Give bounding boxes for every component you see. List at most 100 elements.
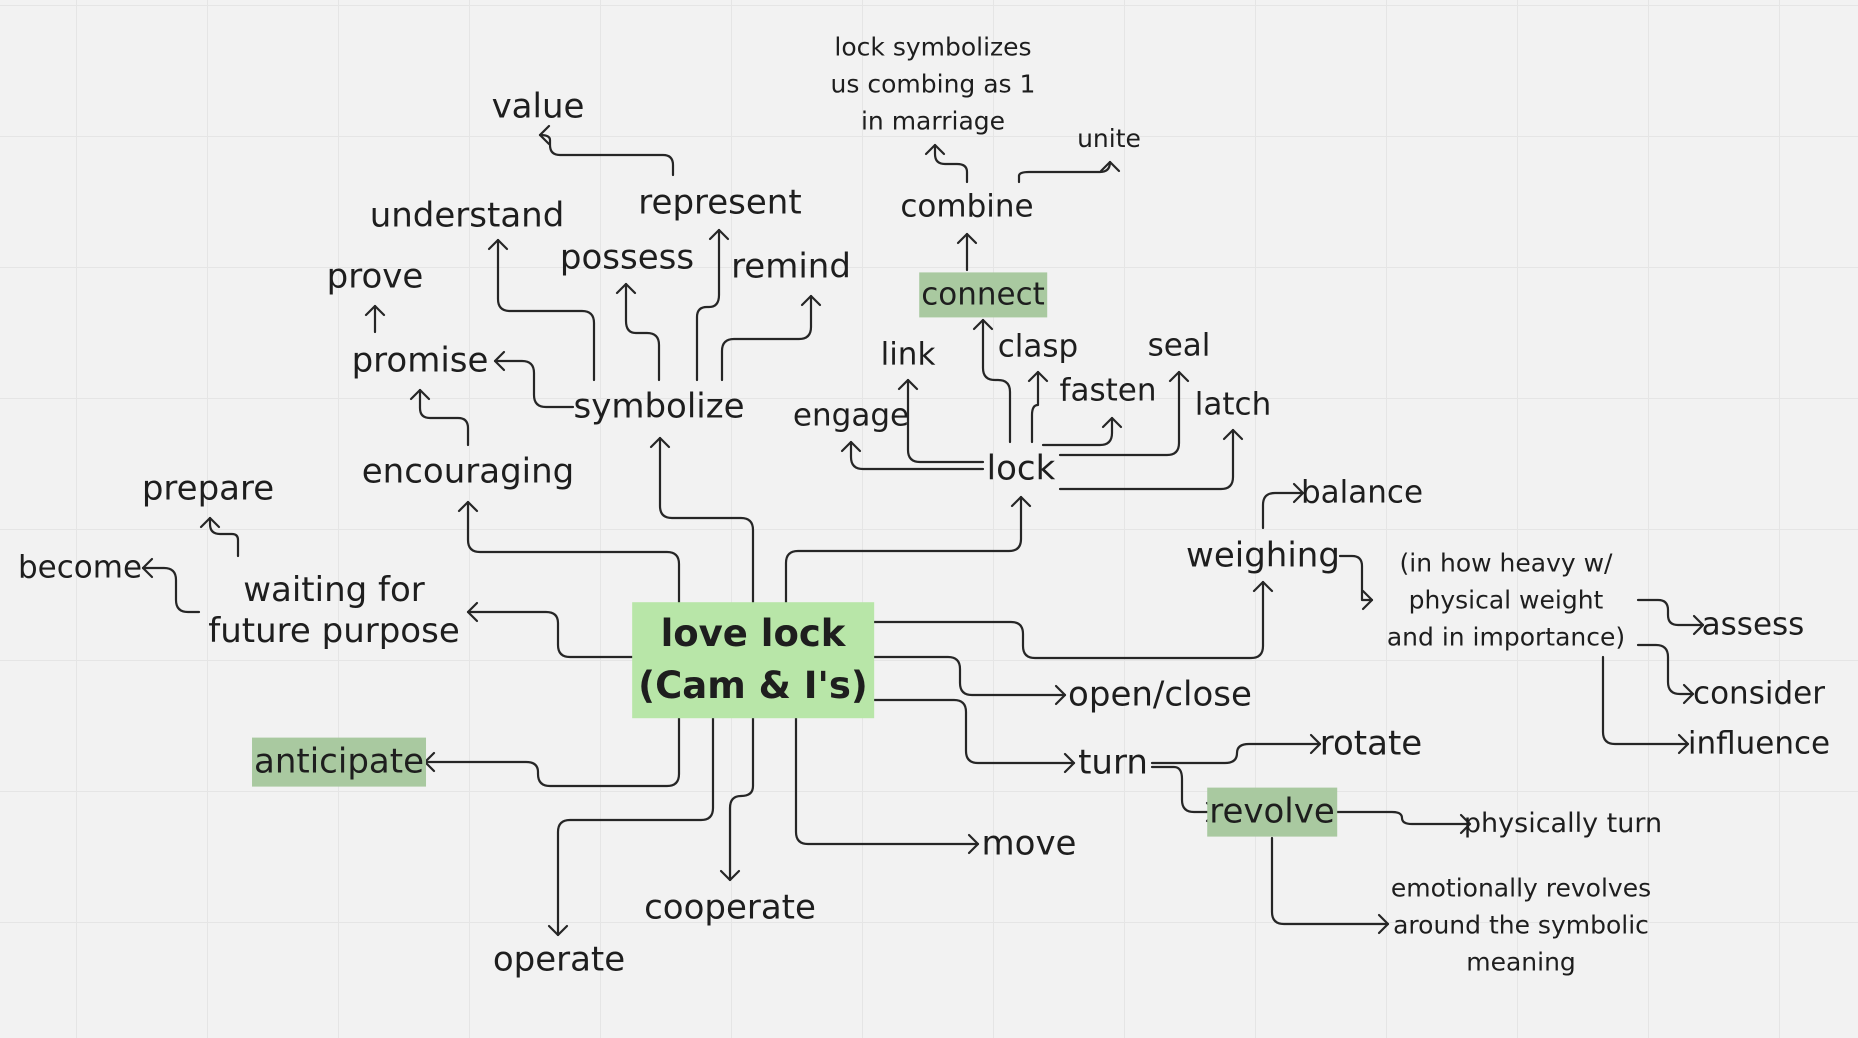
- node-unite[interactable]: unite: [1077, 124, 1141, 153]
- node-latch[interactable]: latch: [1194, 386, 1272, 423]
- arrow-to-value-head: [538, 124, 551, 146]
- arrow-to-unite-line: [1017, 160, 1112, 184]
- arrow-to-move-head: [967, 833, 980, 855]
- node-represent[interactable]: represent: [638, 182, 802, 223]
- arrow-to-promise-from-symbolize-line: [493, 359, 575, 409]
- arrow-to-waiting-line: [466, 610, 649, 659]
- node-consider[interactable]: consider: [1693, 675, 1825, 712]
- arrow-to-rotate-head: [1309, 733, 1322, 755]
- arrow-to-become-head: [141, 557, 154, 579]
- node-symbolize[interactable]: symbolize: [573, 386, 745, 427]
- arrow-to-become-line: [141, 566, 201, 614]
- node-clasp[interactable]: clasp: [997, 328, 1079, 365]
- node-value[interactable]: value: [491, 86, 585, 127]
- node-become[interactable]: become: [17, 549, 143, 586]
- node-operate[interactable]: operate: [492, 939, 626, 980]
- arrow-to-fasten-line: [1041, 416, 1114, 447]
- node-open-close[interactable]: open/close: [1068, 674, 1252, 715]
- node-rotate[interactable]: rotate: [1319, 723, 1423, 764]
- arrow-to-engage-head: [840, 440, 862, 453]
- node-remind[interactable]: remind: [731, 246, 851, 287]
- node-fasten[interactable]: fasten: [1059, 372, 1157, 409]
- waiting-line-2: future purpose: [208, 611, 460, 651]
- node-prepare[interactable]: prepare: [141, 468, 275, 509]
- node-influence[interactable]: influence: [1687, 725, 1831, 762]
- node-combine[interactable]: combine: [900, 188, 1034, 225]
- node-weighing[interactable]: weighing: [1186, 535, 1340, 576]
- arrow-to-physically-turn-head: [1459, 813, 1472, 835]
- arrow-to-connect-line: [981, 318, 1012, 444]
- arrow-to-remind-line: [720, 294, 813, 382]
- node-balance[interactable]: balance: [1300, 474, 1424, 511]
- arrow-to-understand-line: [496, 238, 596, 382]
- arrow-to-symbolize-head: [649, 436, 671, 449]
- arrow-to-weighing-note-line: [1338, 554, 1374, 602]
- node-promise[interactable]: promise: [351, 340, 489, 381]
- arrow-to-move-line: [794, 711, 980, 846]
- arrow-to-prepare-head: [199, 516, 221, 529]
- arrow-to-seal-head: [1168, 370, 1190, 383]
- node-seal[interactable]: seal: [1147, 327, 1211, 364]
- node-assess[interactable]: assess: [1701, 606, 1805, 643]
- arrow-to-assess-head: [1692, 614, 1705, 636]
- arrow-to-seal-line: [1058, 370, 1181, 457]
- arrow-to-revolve-note-line: [1270, 836, 1390, 926]
- arrow-to-influence-line: [1601, 655, 1690, 746]
- arrow-to-operate-head: [547, 924, 569, 937]
- arrow-to-represent-line: [695, 228, 721, 382]
- note-revolve[interactable]: emotionally revolves around the symbolic…: [1390, 873, 1652, 977]
- node-connect[interactable]: connect: [919, 272, 1047, 318]
- arrow-to-consider-line: [1636, 643, 1695, 696]
- node-move[interactable]: move: [981, 823, 1077, 864]
- arrow-to-link-line: [906, 378, 985, 464]
- note-weighing[interactable]: (in how heavy w/ physical weight and in …: [1386, 548, 1626, 652]
- arrow-to-promise-line: [418, 388, 470, 447]
- waiting-line-1: waiting for: [243, 570, 425, 611]
- node-revolve[interactable]: revolve: [1207, 787, 1337, 837]
- arrow-to-link-head: [897, 378, 919, 391]
- arrow-to-open-close-line: [856, 655, 1067, 697]
- arrow-to-connect-head: [972, 318, 994, 331]
- node-anticipate[interactable]: anticipate: [252, 737, 426, 787]
- node-possess[interactable]: possess: [559, 237, 695, 278]
- arrow-to-promise-from-symbolize-head: [493, 350, 506, 372]
- arrow-to-waiting-head: [466, 601, 479, 623]
- note-lock-symbolizes[interactable]: lock symbolizes us combing as 1 in marri…: [830, 32, 1036, 136]
- arrow-to-lock-line: [784, 495, 1023, 605]
- arrow-to-anticipate-line: [423, 711, 681, 788]
- arrow-to-possess-head: [615, 282, 637, 295]
- arrow-to-symbolize-line: [658, 436, 755, 605]
- arrow-to-understand-head: [487, 238, 509, 251]
- arrow-to-balance-line: [1261, 491, 1305, 530]
- node-lock[interactable]: lock: [986, 448, 1056, 489]
- arrow-to-latch-line: [1058, 428, 1235, 491]
- node-understand[interactable]: understand: [369, 195, 565, 236]
- central-node-line-2: (Cam & I's): [638, 664, 868, 707]
- arrow-to-value-line: [538, 133, 675, 177]
- arrow-to-combine-head: [956, 232, 978, 245]
- central-node-love-lock[interactable]: love lock (Cam & I's): [632, 602, 874, 718]
- node-prove[interactable]: prove: [326, 256, 424, 297]
- arrow-to-assess-line: [1636, 598, 1705, 627]
- arrow-to-open-close-head: [1054, 684, 1067, 706]
- node-encouraging[interactable]: encouraging: [361, 451, 575, 492]
- node-link[interactable]: link: [880, 336, 936, 373]
- arrow-to-prepare-line: [208, 516, 240, 558]
- node-engage[interactable]: engage: [792, 397, 910, 434]
- arrow-to-influence-head: [1677, 733, 1690, 755]
- arrow-to-physically-turn-line: [1328, 810, 1472, 826]
- node-cooperate[interactable]: cooperate: [644, 887, 816, 928]
- central-node-line-1: love lock: [660, 612, 846, 656]
- arrow-to-operate-line: [556, 711, 715, 937]
- node-waiting-for-future-purpose[interactable]: waiting for future purpose: [208, 570, 459, 652]
- arrow-to-revolve-line: [1150, 765, 1218, 814]
- arrow-to-clasp-head: [1027, 370, 1049, 383]
- node-turn[interactable]: turn: [1078, 742, 1148, 783]
- arrow-to-represent-head: [708, 228, 730, 241]
- arrow-to-lock-note-head: [924, 143, 946, 156]
- arrow-to-revolve-note-head: [1377, 913, 1390, 935]
- node-physically-turn[interactable]: physically turn: [1463, 807, 1663, 839]
- arrow-to-latch-head: [1222, 428, 1244, 441]
- arrow-to-possess-line: [624, 282, 661, 382]
